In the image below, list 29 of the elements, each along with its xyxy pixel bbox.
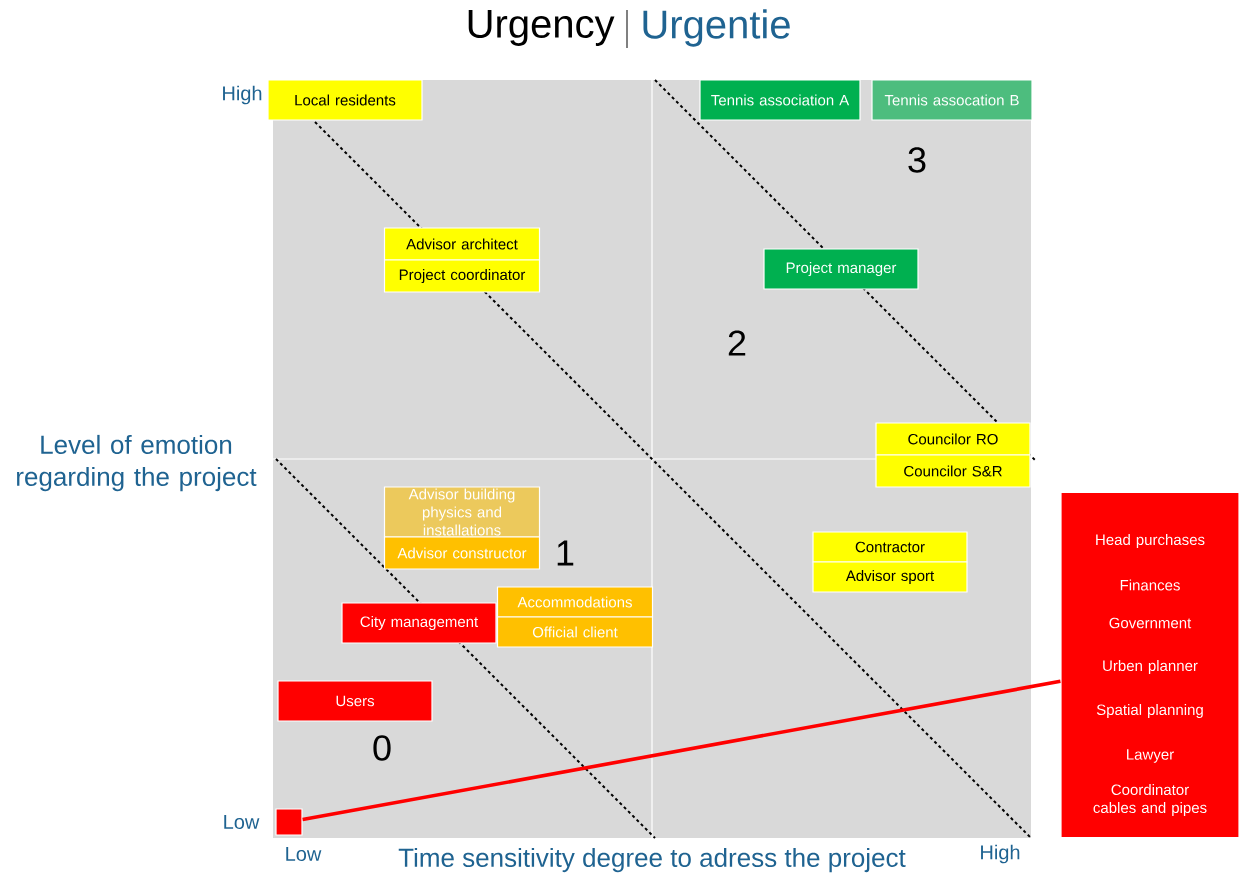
small-box [275,808,303,836]
scale-label: Low [286,847,322,861]
stakeholder-box: Official client [496,616,654,648]
title: Urgentie [643,9,790,47]
axis-label: Time sensitivity degree to adress the project [398,847,906,873]
stakeholder-box: Councilor RO [875,422,1031,456]
quadrant-number: 0 [373,735,391,761]
stakeholder-box: Contractor [812,531,968,563]
scale-label: High [981,844,1020,864]
quadrant-number: 1 [557,540,574,566]
stakeholder-box: Users [277,680,433,722]
quadrant-number: 2 [728,330,746,356]
stakeholder-box: Tennis association A [699,79,861,121]
connector-line [302,679,1061,822]
stakeholder-box: Project coordinator [383,259,541,293]
quadrant-number: 3 [908,147,926,173]
stakeholder-box: Project manager [763,248,919,290]
stakeholder-box: Tennis assocation B [871,79,1033,121]
stakeholder-box: Councilor S&R [875,454,1031,488]
stakeholder-box: Advisor constructor [383,536,541,570]
stakeholder-box: City management [341,602,497,644]
stakeholder-box: Local residents [267,79,423,121]
list-box: Head purchases Finances Government Urben planner Spatial planning Lawyer Coordinator cables and pipes [1060,491,1239,839]
stakeholder-box: Advisor building physics and installations [383,486,541,538]
axis-label: Level of emotion regarding the project [17,434,257,492]
title: Urgency [468,10,615,46]
stakeholder-box: Accommodations [496,586,654,618]
stakeholder-box: Advisor architect [383,227,541,261]
stakeholder-box: Advisor sport [812,561,968,593]
